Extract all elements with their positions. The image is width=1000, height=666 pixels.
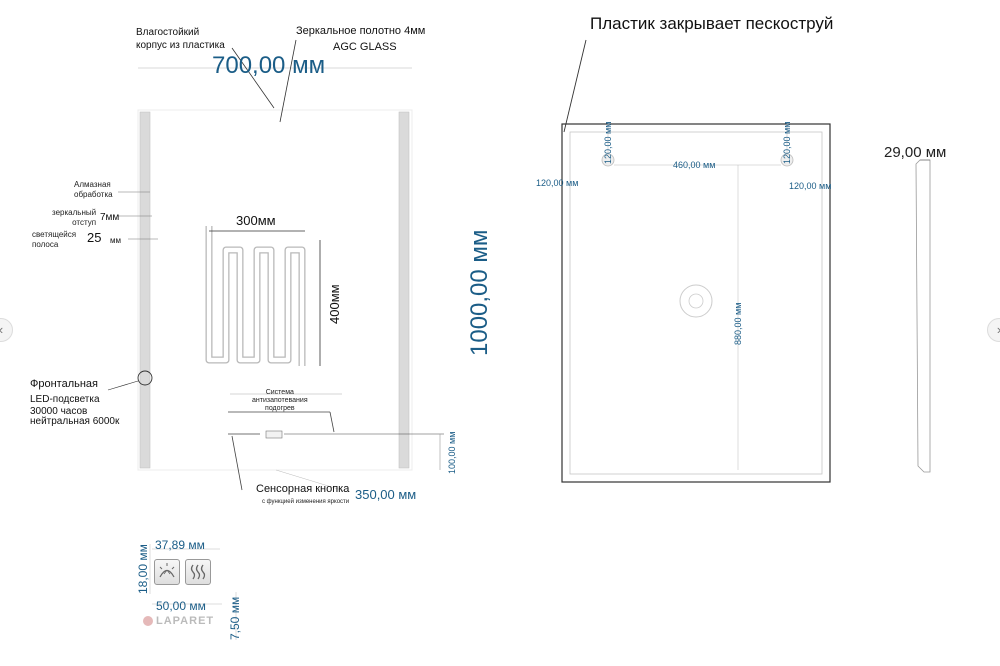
button-offset-dimension: 350,00 мм	[355, 487, 417, 502]
heater-width: 300мм	[236, 213, 276, 228]
glass-label: Зеркальное полотно 4мм	[296, 25, 426, 37]
glass-type-label: AGC GLASS	[333, 41, 397, 53]
led-title: Фронтальная	[30, 378, 99, 390]
sensor-button-front	[265, 430, 283, 439]
width-dimension: 700,00 мм	[212, 52, 326, 79]
led-strip-right	[398, 111, 410, 469]
cable-port	[679, 284, 713, 318]
hole-side-right-dimension: 120,00 мм	[789, 181, 832, 191]
led-lifetime: 30000 часов	[30, 406, 88, 417]
back-panel-outer	[561, 123, 831, 483]
led-color-temp: нейтральная 6000к	[30, 416, 120, 427]
heat-button	[185, 559, 211, 585]
heat-waves-icon	[190, 564, 206, 580]
height-dimension: 1000,00 мм	[466, 229, 493, 356]
hole-spacing-dimension: 460,00 мм	[673, 160, 716, 170]
button-depth-dimension: 7,50 мм	[228, 596, 242, 640]
side-profile	[915, 159, 931, 473]
button-width-dimension: 37,89 мм	[155, 538, 205, 552]
logo-text: LAPARET	[156, 615, 215, 627]
led-callout-circle	[137, 370, 153, 386]
back-panel-inner	[569, 131, 823, 475]
antifog-label: Система антизапотевания подогрев	[252, 389, 308, 412]
bottom-offset-dimension: 100,00 мм	[447, 431, 457, 474]
led-strip-left	[139, 111, 151, 469]
sensor-label: Сенсорная кнопка	[256, 483, 350, 495]
led-type: LED-подсветка	[30, 394, 100, 405]
button-total-width-dimension: 50,00 мм	[156, 599, 206, 613]
depth-dimension: 29,00 мм	[884, 144, 947, 161]
mirror-offset-label: зеркальный отступ	[52, 208, 97, 227]
brand-logo: LAPARET	[143, 615, 214, 627]
button-height-dimension: 18,00 мм	[136, 544, 150, 594]
housing-label: Влагостойкий корпус из пластика	[136, 27, 225, 51]
led-strip-value: 25	[87, 230, 102, 245]
logo-mark-icon	[143, 616, 153, 627]
mirror-offset-value: 7мм	[100, 212, 120, 223]
diamond-edge-label: Алмазная обработка	[74, 180, 113, 199]
sun-icon	[159, 563, 175, 578]
plastic-label: Пластик закрывает пескоструй	[590, 14, 834, 33]
hole-height-dimension: 880,00 мм	[733, 302, 743, 345]
hole-top-left-dimension: 120,00 мм	[603, 121, 613, 164]
led-strip-label: светящейся полоса	[32, 230, 77, 249]
led-strip-unit: мм	[110, 236, 121, 245]
hole-top-right-dimension: 120,00 мм	[782, 121, 792, 164]
heater-height: 400мм	[327, 284, 342, 324]
brightness-button	[154, 559, 180, 585]
sensor-sublabel: с функцией изменения яркости	[262, 499, 350, 505]
hole-side-left-dimension: 120,00 мм	[536, 178, 579, 188]
